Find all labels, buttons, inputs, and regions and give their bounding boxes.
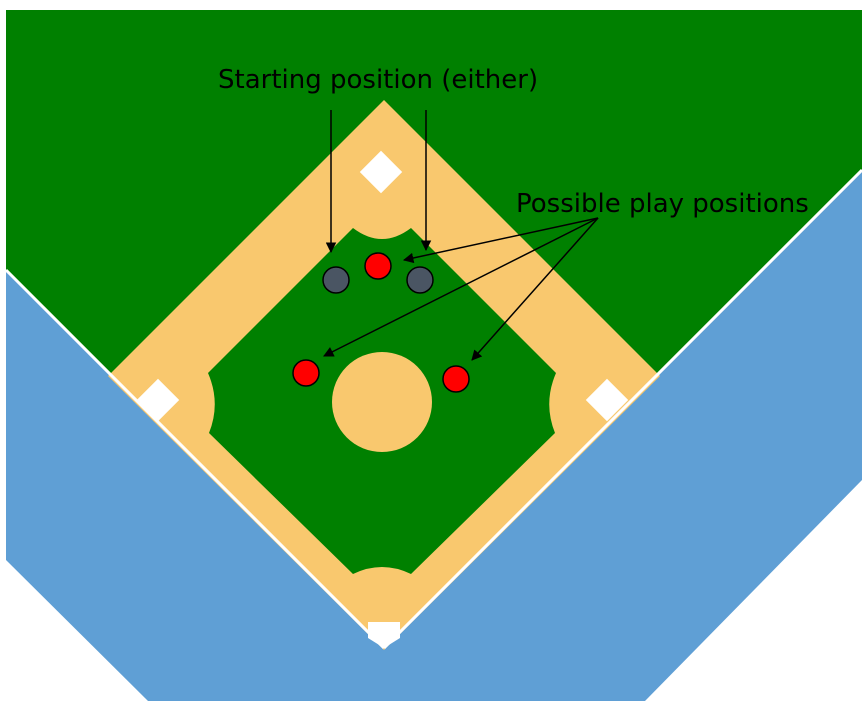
starting-position-marker (323, 267, 349, 293)
play-position-marker (443, 366, 469, 392)
play-position-marker (293, 360, 319, 386)
possible-play-positions-label: Possible play positions (516, 189, 809, 219)
pitchers-mound (332, 352, 432, 452)
starting-position-label: Starting position (either) (218, 65, 538, 95)
play-position-marker (365, 253, 391, 279)
starting-position-marker (407, 267, 433, 293)
